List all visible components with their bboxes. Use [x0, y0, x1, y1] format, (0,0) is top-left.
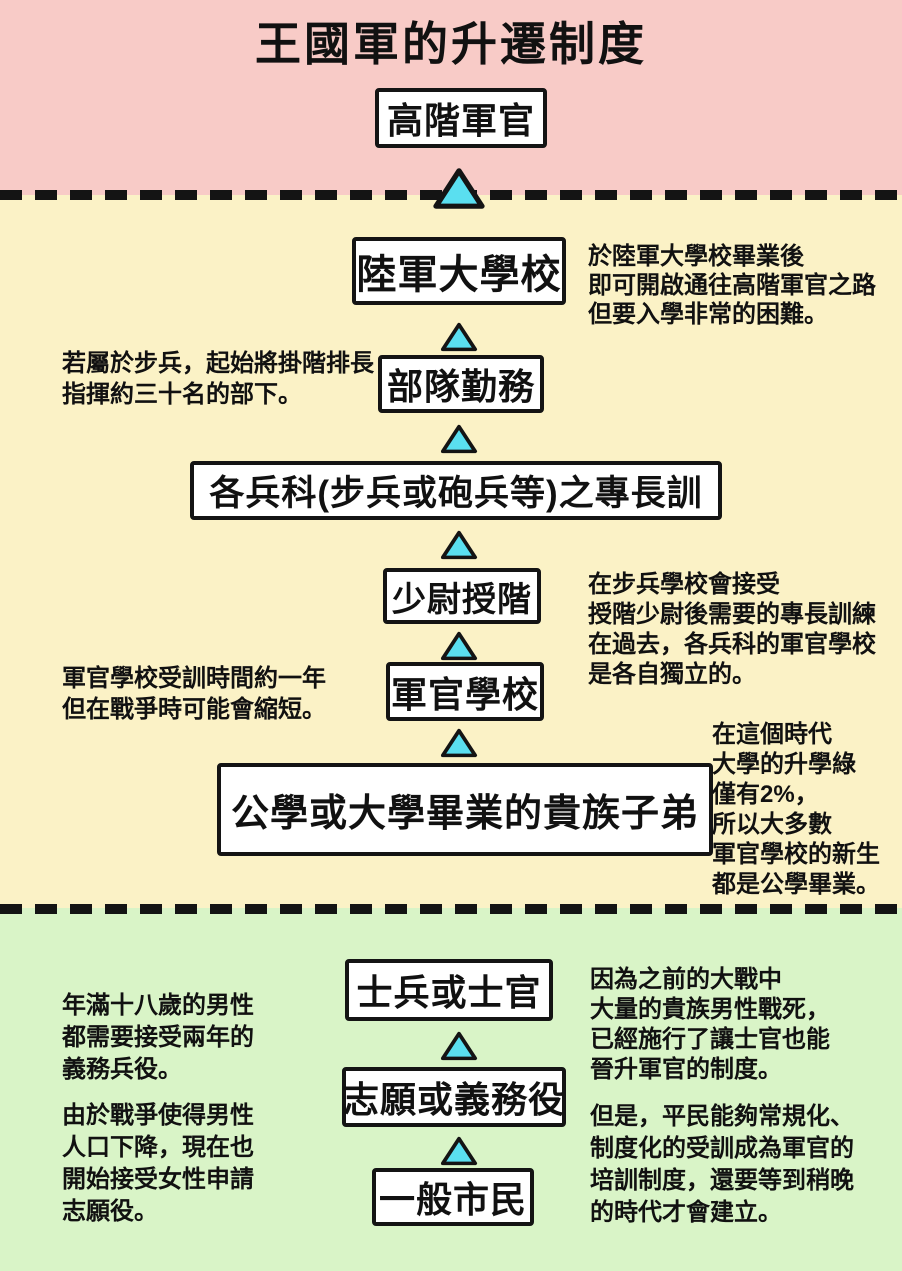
- note-line: 即可開啟通往高階軍官之路: [588, 272, 876, 299]
- node-label: 各兵科(步兵或砲兵等)之專長訓: [209, 474, 703, 513]
- note-line: 授階少尉後需要的專長訓練: [588, 601, 876, 628]
- note-line: 年滿十八歲的男性: [62, 992, 254, 1019]
- note-commoner-officer: 但是，平民能夠常規化、 制度化的受訓成為軍官的 培訓制度，還要等到稍晚 的時代才…: [590, 1101, 902, 1229]
- node-label: 士兵或士官: [356, 972, 542, 1013]
- note-line: 在步兵學校會接受: [588, 571, 780, 598]
- note-line: 於陸軍大學校畢業後: [588, 243, 804, 270]
- note-line: 是各自獨立的。: [588, 661, 756, 688]
- note-line: 但是，平民能夠常規化、: [590, 1103, 854, 1130]
- note-infantry-school: 在步兵學校會接受 授階少尉後需要的專長訓練 在過去，各兵科的軍官學校 是各自獨立…: [588, 570, 900, 690]
- note-line: 在過去，各兵科的軍官學校: [588, 631, 876, 658]
- node-soldier-nco: 士兵或士官: [345, 959, 553, 1021]
- up-arrow-icon: [440, 1136, 478, 1166]
- up-arrow-icon: [440, 631, 478, 661]
- note-line: 人口下降，現在也: [62, 1134, 254, 1161]
- note-line: 已經施行了讓士官也能: [590, 1026, 830, 1053]
- note-line: 都是公學畢業。: [712, 871, 880, 898]
- note-line: 因為之前的大戰中: [590, 966, 782, 993]
- node-troop-duty: 部隊勤務: [378, 355, 544, 413]
- node-second-lieutenant: 少尉授階: [383, 568, 541, 624]
- node-branch-training: 各兵科(步兵或砲兵等)之專長訓: [190, 461, 722, 520]
- node-label: 公學或大學畢業的貴族子弟: [230, 793, 699, 835]
- note-line: 軍官學校受訓時間約一年: [62, 665, 326, 692]
- node-citizen: 一般市民: [372, 1168, 534, 1226]
- node-volunteer-conscript: 志願或義務役: [342, 1067, 566, 1127]
- node-label: 志願或義務役: [343, 1079, 566, 1120]
- note-conscription: 年滿十八歲的男性 都需要接受兩年的 義務兵役。: [62, 990, 332, 1086]
- note-line: 由於戰爭使得男性: [62, 1102, 254, 1129]
- node-label: 陸軍大學校: [356, 253, 562, 297]
- note-female-volunteer: 由於戰爭使得男性 人口下降，現在也 開始接受女性申請 志願役。: [62, 1100, 332, 1228]
- node-label: 一般市民: [378, 1179, 527, 1220]
- note-line: 都需要接受兩年的: [62, 1024, 254, 1051]
- note-line: 大學的升學綠: [712, 751, 856, 778]
- note-line: 若屬於步兵，起始將掛階排長: [62, 350, 374, 377]
- note-line: 晉升軍官的制度。: [590, 1056, 782, 1083]
- node-label: 高階軍官: [386, 100, 535, 141]
- note-nco-promotion: 因為之前的大戰中 大量的貴族男性戰死， 已經施行了讓士官也能 晉升軍官的制度。: [590, 965, 902, 1085]
- node-army-university: 陸軍大學校: [352, 237, 566, 305]
- note-line: 但在戰爭時可能會縮短。: [62, 696, 326, 723]
- note-line: 但要入學非常的困難。: [588, 301, 828, 328]
- note-platoon-leader: 若屬於步兵，起始將掛階排長 指揮約三十名的部下。: [62, 348, 394, 410]
- note-army-university: 於陸軍大學校畢業後 即可開啟通往高階軍官之路 但要入學非常的困難。: [588, 242, 900, 329]
- note-line: 制度化的受訓成為軍官的: [590, 1135, 854, 1162]
- note-line: 僅有2%，: [712, 781, 819, 808]
- up-arrow-icon: [440, 424, 478, 454]
- diagram-title: 王國軍的升遷制度: [255, 18, 647, 70]
- note-line: 大量的貴族男性戰死，: [590, 996, 830, 1023]
- node-high-officer: 高階軍官: [375, 88, 547, 148]
- node-label: 軍官學校: [390, 673, 539, 715]
- note-line: 義務兵役。: [62, 1056, 182, 1083]
- note-line: 在這個時代: [712, 721, 832, 748]
- divider-dashed-bottom: [0, 904, 902, 914]
- note-officer-school: 軍官學校受訓時間約一年 但在戰爭時可能會縮短。: [62, 663, 384, 725]
- up-arrow-icon: [433, 168, 485, 209]
- note-line: 志願役。: [62, 1198, 158, 1225]
- node-officer-school: 軍官學校: [386, 662, 544, 721]
- note-line: 所以大多數: [712, 811, 832, 838]
- node-noble-graduates: 公學或大學畢業的貴族子弟: [217, 763, 713, 856]
- note-line: 的時代才會建立。: [590, 1199, 782, 1226]
- note-university-rate: 在這個時代 大學的升學綠 僅有2%， 所以大多數 軍官學校的新生 都是公學畢業。: [712, 720, 902, 900]
- note-line: 培訓制度，還要等到稍晚: [590, 1167, 854, 1194]
- node-label: 少尉授階: [392, 580, 532, 619]
- node-label: 部隊勤務: [386, 366, 535, 407]
- up-arrow-icon: [440, 1031, 478, 1061]
- up-arrow-icon: [440, 728, 478, 758]
- note-line: 開始接受女性申請: [62, 1166, 254, 1193]
- up-arrow-icon: [440, 530, 478, 560]
- note-line: 指揮約三十名的部下。: [62, 381, 302, 408]
- up-arrow-icon: [440, 322, 478, 352]
- note-line: 軍官學校的新生: [712, 841, 880, 868]
